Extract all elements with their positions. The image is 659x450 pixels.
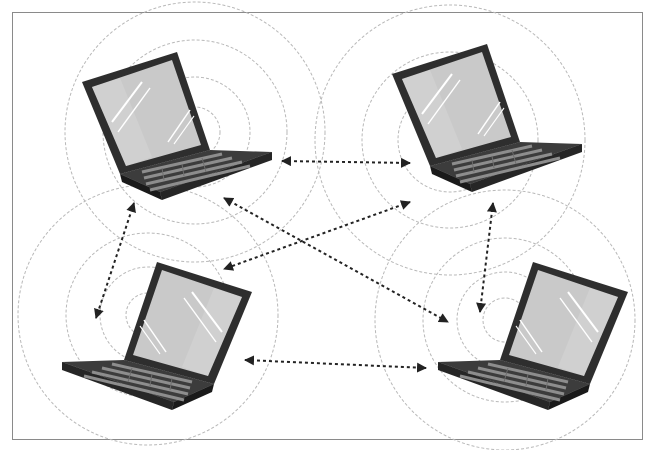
link-top-right-bottom-right	[476, 202, 497, 313]
wireless-links	[94, 156, 497, 373]
link-bottom-left-bottom-right	[244, 355, 427, 373]
diagram-frame	[12, 12, 643, 440]
laptop-icon	[62, 262, 252, 410]
link-top-left-top-right	[281, 156, 411, 168]
laptop-icon	[438, 262, 628, 410]
laptop-icon	[80, 50, 274, 202]
link-top-right-bottom-left	[223, 200, 411, 271]
laptop-icon	[390, 42, 584, 194]
link-top-left-bottom-right	[223, 197, 449, 323]
link-top-left-bottom-left	[94, 202, 136, 319]
